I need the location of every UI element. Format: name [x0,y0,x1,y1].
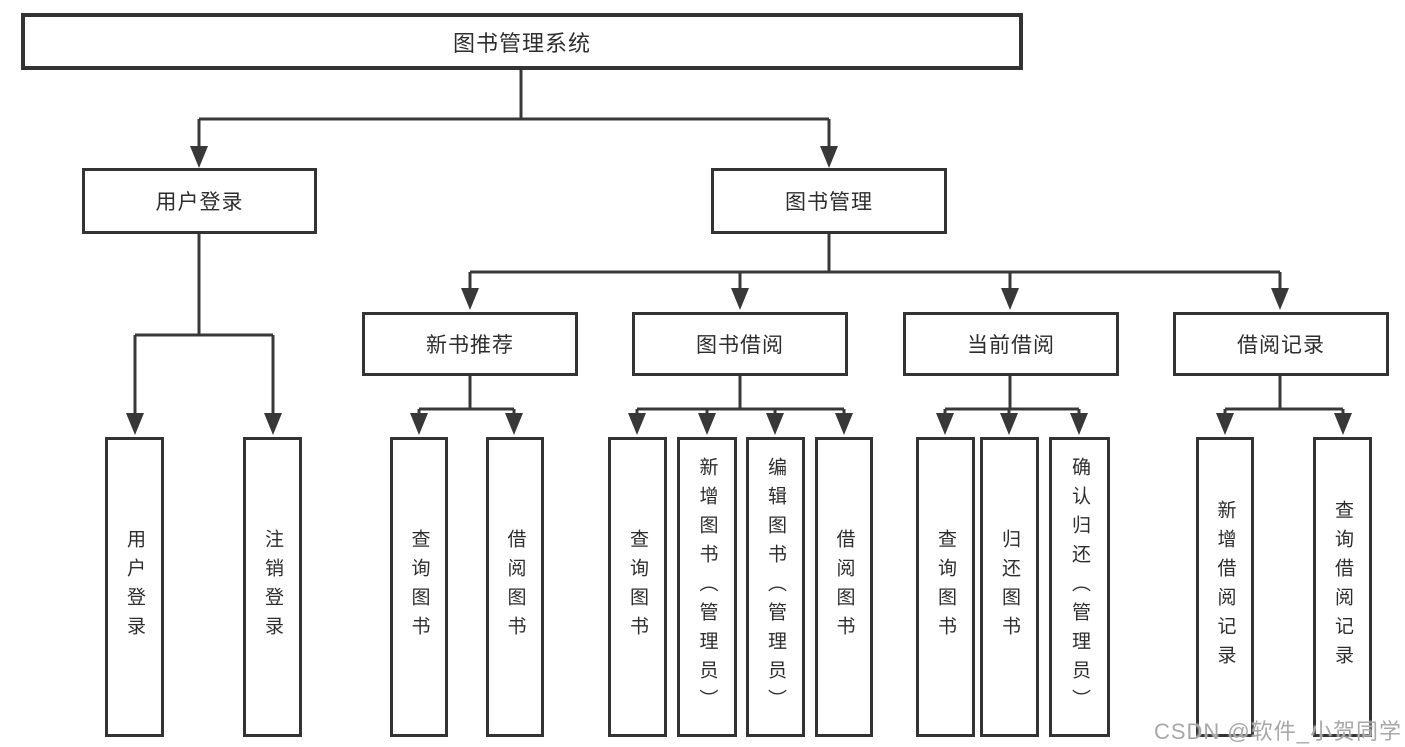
leaf-query-borrow-record: 查询借阅记录 [1313,437,1372,737]
node-library-management-system: 图书管理系统 [21,13,1023,70]
node-label: 图书借阅 [696,334,784,357]
node-label: 当前借阅 [967,334,1055,357]
leaf-label: 查询图书 [935,529,956,645]
node-current-borrow: 当前借阅 [903,312,1119,376]
leaf-label: 查询图书 [408,529,430,645]
connector-arrowheads [126,146,1352,435]
node-user-login: 用户登录 [82,168,317,234]
node-book-borrow: 图书借阅 [632,312,848,376]
leaf-logout: 注销登录 [243,437,302,737]
leaf-label: 查询图书 [627,529,648,645]
node-label: 新书推荐 [426,334,514,357]
leaf-label: 新增借阅记录 [1214,500,1236,674]
node-label: 图书管理 [785,191,873,214]
leaf-query-book-2: 查询图书 [608,437,667,737]
node-label: 图书管理系统 [452,30,591,56]
leaf-label: 编辑图书（管理员） [765,456,786,718]
leaf-query-book-3: 查询图书 [916,437,975,737]
leaf-borrow-book-1: 借阅图书 [486,437,544,737]
leaf-borrow-book-2: 借阅图书 [815,437,873,737]
leaf-label: 借阅图书 [833,529,855,645]
leaf-user-login: 用户登录 [105,437,164,737]
node-new-book-recommend: 新书推荐 [362,312,578,376]
leaf-query-book-1: 查询图书 [390,437,448,737]
leaf-return-book: 归还图书 [980,437,1039,737]
node-label: 用户登录 [155,191,244,214]
leaf-add-borrow-record: 新增借阅记录 [1196,437,1254,737]
leaf-label: 归还图书 [999,529,1020,645]
leaf-label: 确认归还（管理员） [1069,456,1090,718]
leaf-label: 注销登录 [262,529,283,645]
leaf-label: 查询借阅记录 [1332,500,1353,674]
leaf-label: 借阅图书 [504,529,526,645]
node-book-management: 图书管理 [711,168,947,234]
leaf-label: 新增图书（管理员） [696,456,718,718]
leaf-label: 用户登录 [124,529,145,645]
node-label: 借阅记录 [1237,334,1325,357]
node-borrow-record: 借阅记录 [1173,312,1389,376]
leaf-edit-book-admin: 编辑图书（管理员） [746,437,805,737]
csdn-watermark: CSDN @软件_小贺同学 [1153,719,1402,744]
leaf-confirm-return-admin: 确认归还（管理员） [1049,437,1110,737]
leaf-add-book-admin: 新增图书（管理员） [677,437,737,737]
